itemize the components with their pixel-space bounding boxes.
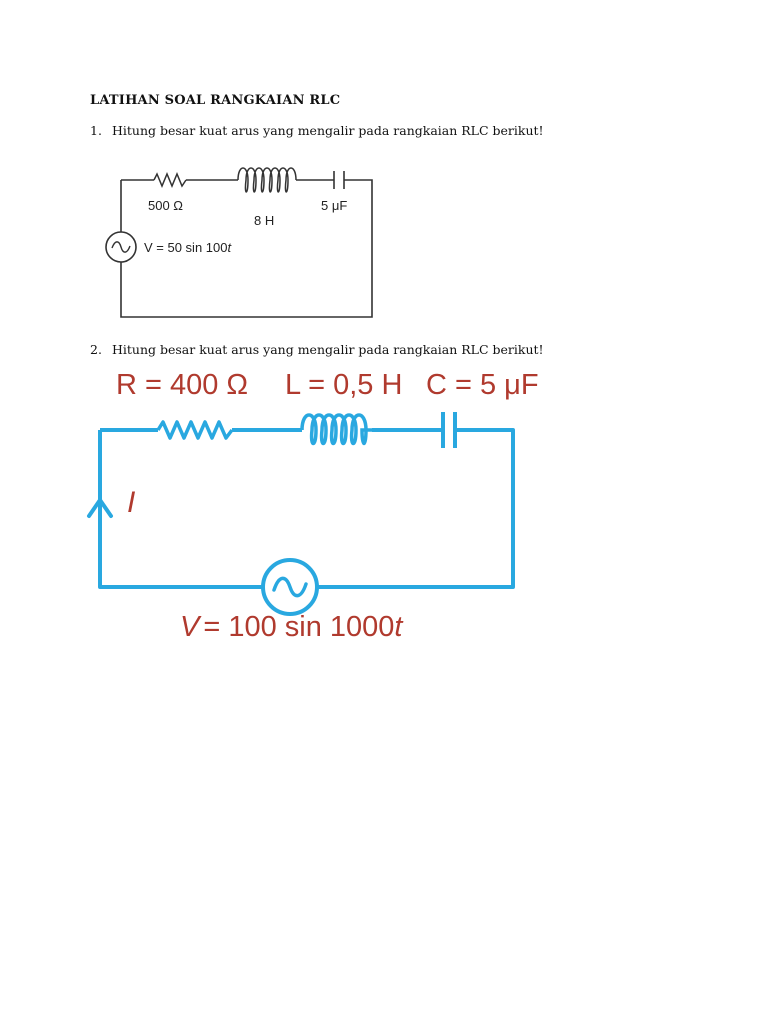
circuit-2-wires (98, 428, 515, 589)
current-arrow-icon (87, 498, 113, 518)
circuit-1-source-label: V = 50 sin 100t (144, 240, 232, 255)
question-1-number: 1. (90, 123, 102, 138)
question-2-text: Hitung besar kuat arus yang mengalir pad… (112, 342, 544, 357)
question-2-number: 2. (90, 342, 102, 357)
circuit-1-inductor (237, 167, 297, 193)
circuit-2-capacitance-label: C = 5 μF (426, 369, 539, 401)
circuit-2-current-label: I (127, 486, 135, 519)
question-2: 2. Hitung besar kuat arus yang mengalir p… (90, 342, 544, 357)
circuit-2-inductance-label: L = 0,5 H (285, 369, 402, 401)
question-1-text: Hitung besar kuat arus yang mengalir pad… (112, 123, 544, 138)
circuit-2-inductor (300, 413, 372, 446)
worksheet-title: LATIHAN SOAL RANGKAIAN RLC (90, 93, 341, 108)
circuit-2-capacitor (441, 412, 457, 448)
circuit-1-ac-source (105, 231, 137, 263)
circuit-2-ac-source (261, 558, 319, 616)
circuit-1-wires (120, 179, 373, 318)
circuit-1-resistor (153, 172, 187, 188)
circuit-1-inductor-label: 8 H (254, 213, 274, 228)
question-1: 1. Hitung besar kuat arus yang mengalir p… (90, 123, 544, 138)
circuit-1-resistor-label: 500 Ω (148, 198, 183, 213)
circuit-2-resistance-label: R = 400 Ω (116, 369, 248, 401)
circuit-2-source-label: V= 100 sin 1000t (180, 611, 404, 643)
circuit-2-resistor (156, 420, 234, 440)
circuit-1-capacitor-label: 5 μF (321, 198, 347, 213)
circuit-1-capacitor (333, 171, 345, 189)
